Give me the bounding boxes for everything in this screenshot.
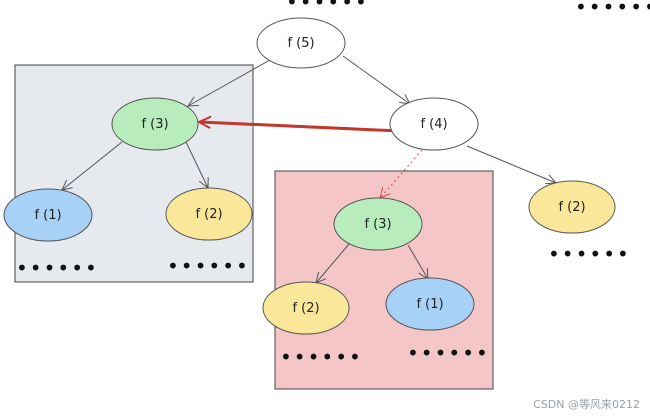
- node-f5-label: f (5): [287, 36, 314, 51]
- node-f2-repeated: f (2): [262, 281, 350, 335]
- edge-f4-to-f2: [466, 145, 556, 183]
- edge-red-f3-to-f1: [407, 244, 428, 279]
- node-f1-left: f (1): [3, 188, 93, 242]
- ellipsis-red-f2: ••••••: [280, 345, 363, 369]
- node-f3-repeated: f (3): [333, 197, 423, 251]
- node-f2-left: f (2): [165, 187, 253, 241]
- ellipsis-left-f2: ••••••: [167, 254, 250, 278]
- ellipsis-left-f1: ••••••: [16, 256, 99, 280]
- node-f4-label: f (4): [420, 117, 447, 132]
- node-f2-left-label: f (2): [195, 207, 222, 222]
- reuse-arrow-f4-to-f3: [200, 122, 401, 133]
- ellipsis-red-f1: ••••••: [407, 341, 490, 365]
- node-f5: f (5): [256, 17, 346, 69]
- edge-red-f3-to-f2: [316, 243, 350, 283]
- node-f2-right-label: f (2): [558, 200, 585, 215]
- computed-subtree-region: [14, 64, 254, 283]
- edge-f3-to-f1: [62, 141, 123, 190]
- node-f2-repeated-label: f (2): [292, 301, 319, 316]
- edge-f3-to-f2: [185, 141, 208, 188]
- edge-f5-to-f3: [188, 59, 271, 106]
- ellipsis-right-f2: ••••••: [548, 242, 631, 266]
- node-f3-repeated-label: f (3): [364, 217, 391, 232]
- node-f1-repeated-label: f (1): [416, 297, 443, 312]
- node-f3-left: f (3): [111, 97, 199, 151]
- watermark: CSDN @等风来0212: [533, 398, 640, 411]
- ellipsis-top: ••••••: [286, 0, 369, 14]
- ellipsis-top-right: ••••••: [575, 0, 650, 19]
- dotted-edge-f4-to-f3: [380, 149, 423, 198]
- edge-f5-to-f4: [342, 55, 410, 104]
- node-f1-left-label: f (1): [34, 208, 61, 223]
- node-f2-right: f (2): [528, 180, 616, 234]
- node-f4: f (4): [389, 97, 479, 151]
- node-f3-left-label: f (3): [141, 117, 168, 132]
- node-f1-repeated: f (1): [385, 277, 475, 331]
